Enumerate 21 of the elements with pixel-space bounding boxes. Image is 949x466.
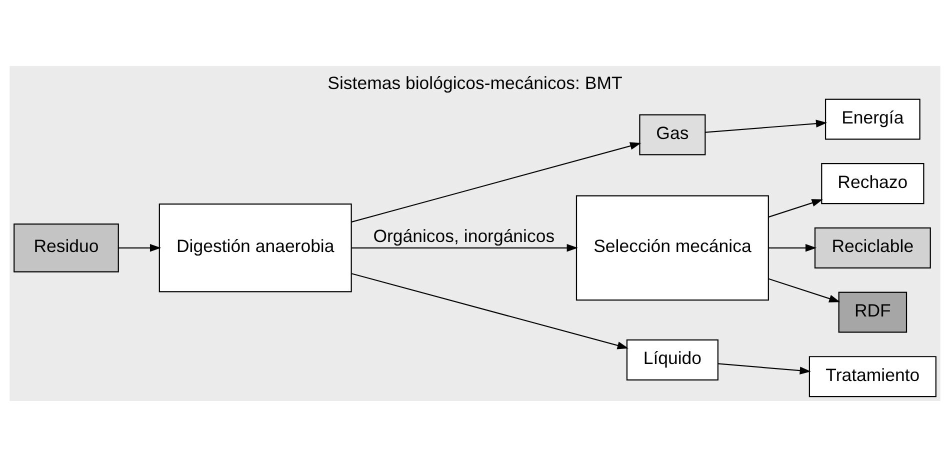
- edge-label: Orgánicos, inorgánicos: [372, 226, 554, 246]
- arrow: [351, 272, 628, 349]
- arrow: [768, 244, 816, 252]
- arrow: [118, 244, 161, 252]
- node-box: Digestión anaerobia: [158, 203, 352, 292]
- node-box: Reciclable: [814, 226, 930, 268]
- arrow: [704, 119, 827, 132]
- arrow: [768, 198, 822, 218]
- node-box: Selección mecánica: [575, 194, 768, 300]
- node-box: Tratamiento: [808, 356, 936, 397]
- arrow: [351, 244, 578, 252]
- node-box: RDF: [838, 291, 907, 332]
- diagram-title: Sistemas biológicos-mecánicos: BMT: [327, 72, 622, 93]
- node-box: Energía: [824, 98, 920, 140]
- node-box: Rechazo: [820, 162, 924, 204]
- node-box: Gas: [638, 114, 706, 155]
- node-box: Líquido: [626, 338, 718, 380]
- arrow: [768, 278, 840, 302]
- node-box: Residuo: [13, 223, 118, 272]
- arrow: [717, 362, 810, 374]
- arrow: [351, 142, 641, 222]
